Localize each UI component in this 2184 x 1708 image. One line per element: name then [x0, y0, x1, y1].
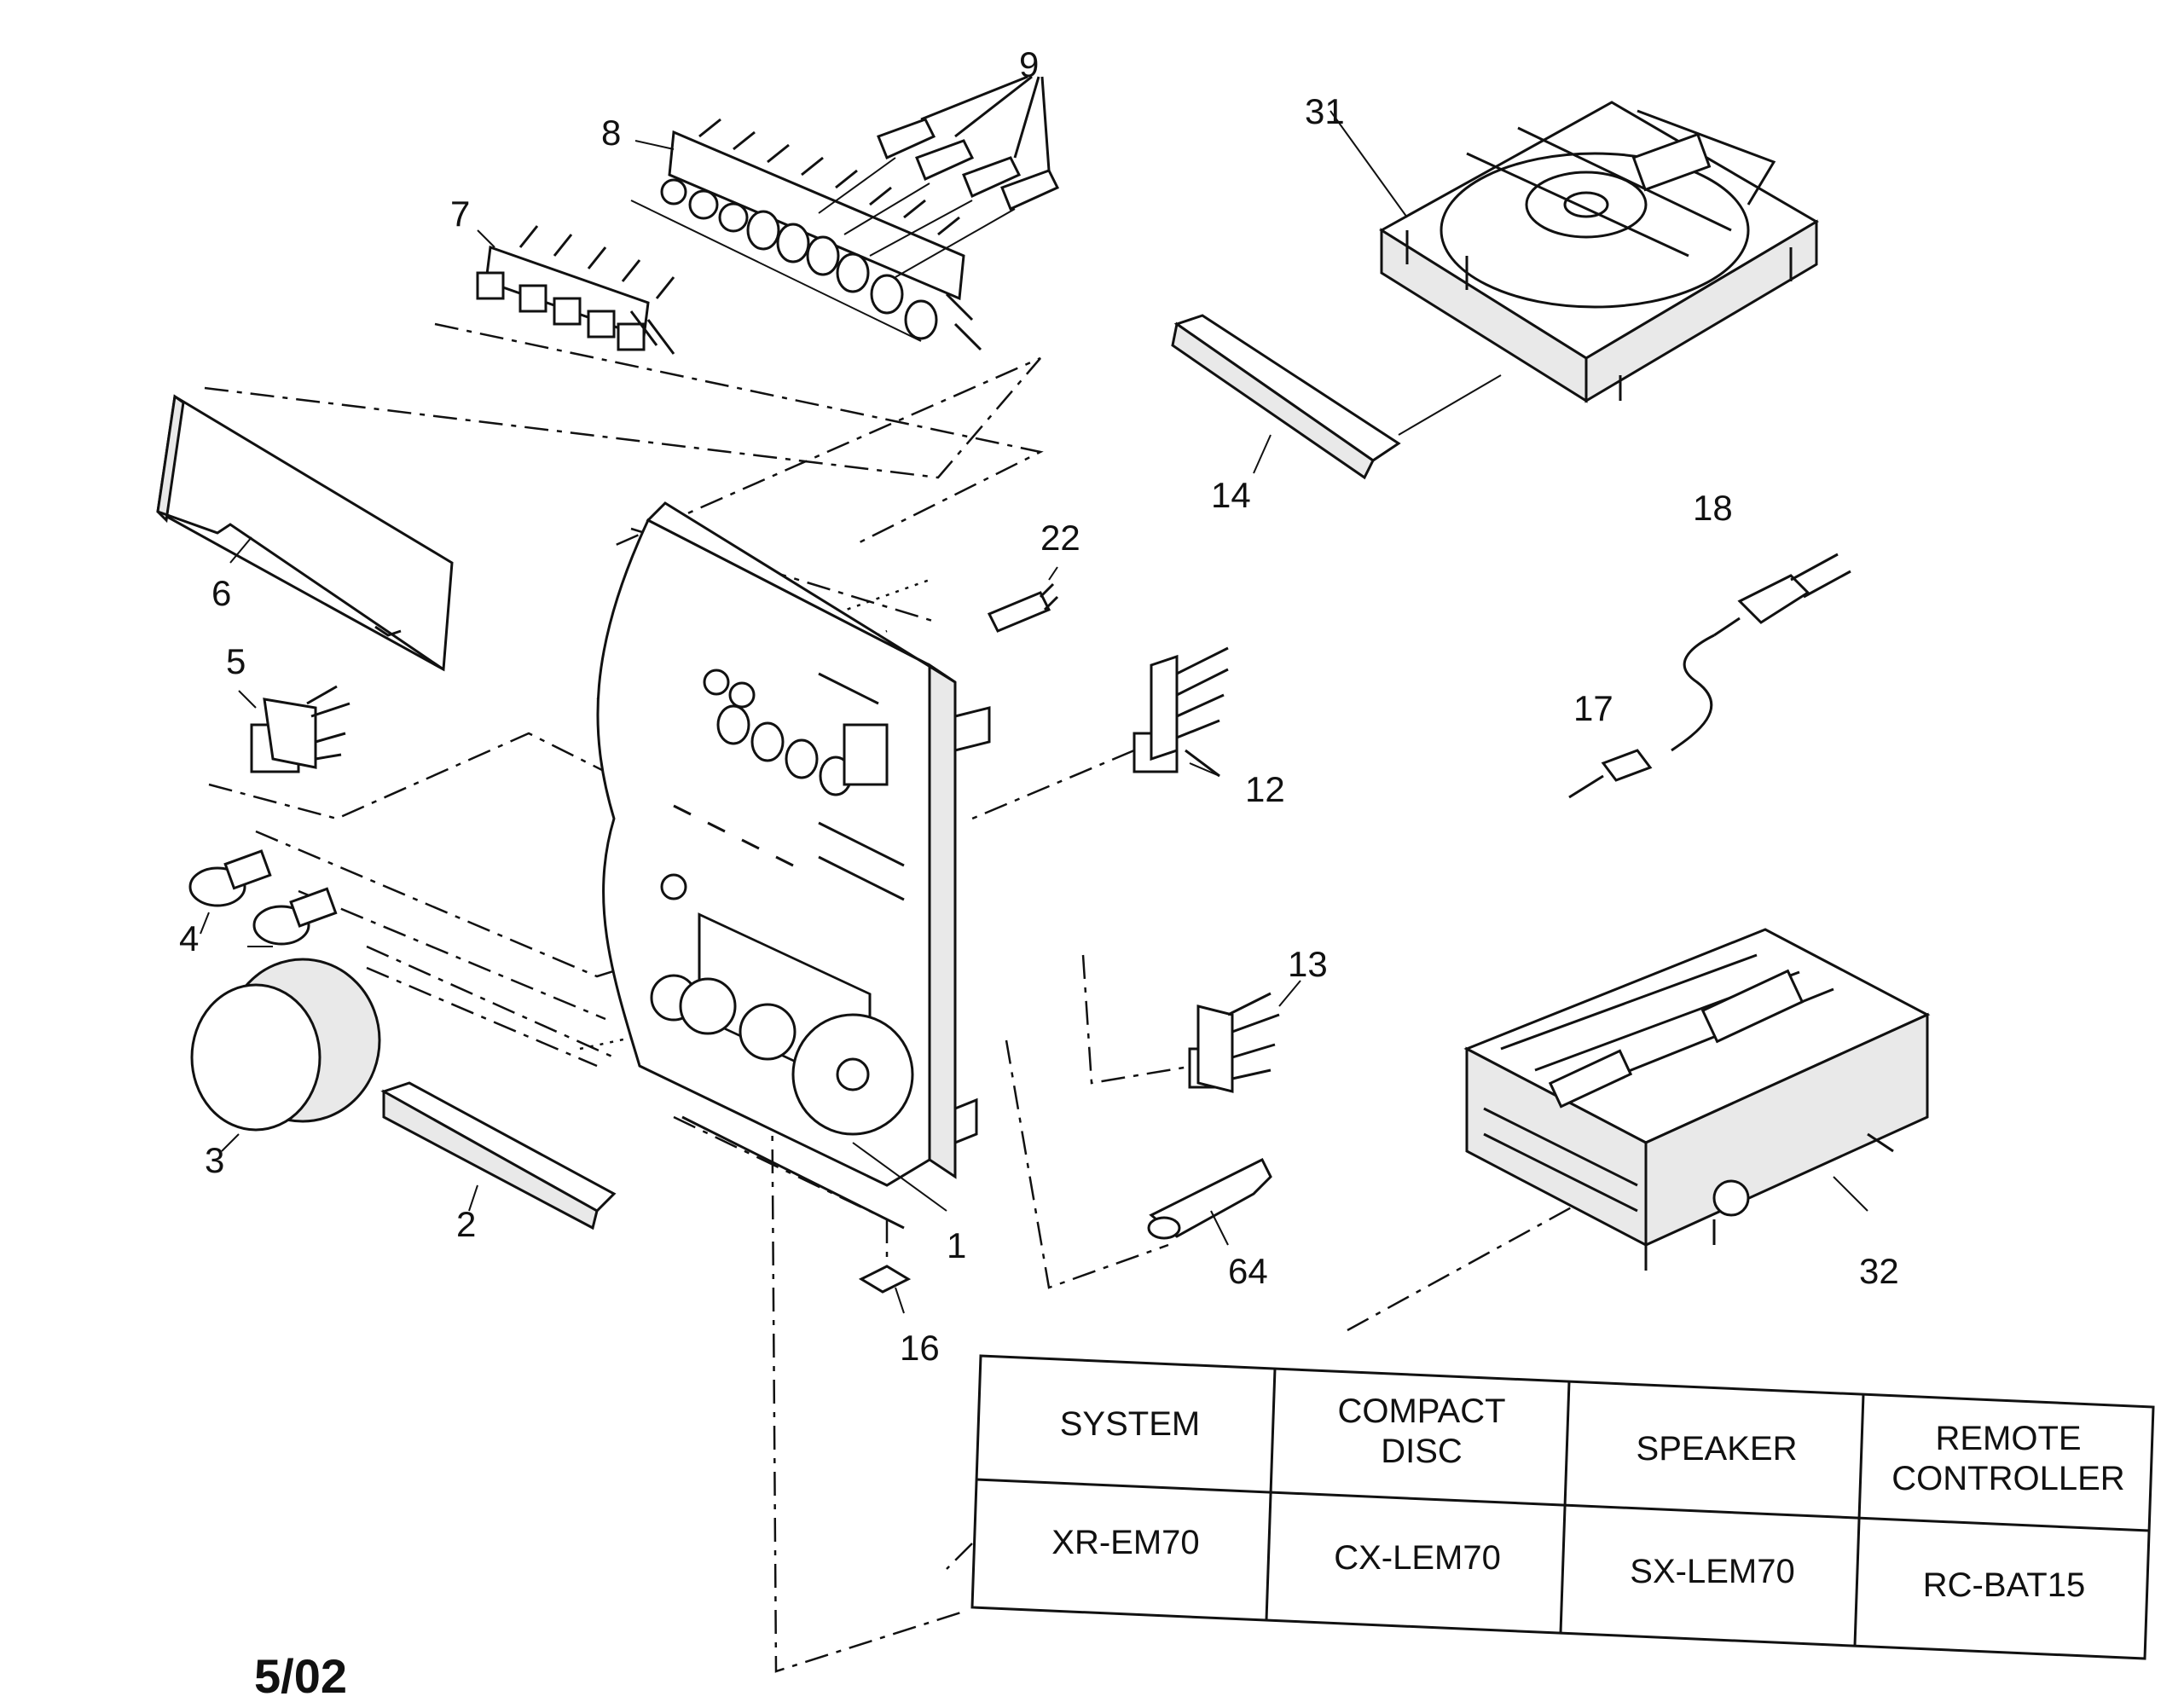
value-remote: RC-BAT15 [1923, 1566, 2085, 1604]
part-1-front-panel [596, 501, 991, 1230]
part-label-22: 22 [1040, 518, 1080, 558]
part-18-power-plug [1713, 553, 1851, 637]
part-label-1: 1 [947, 1225, 966, 1265]
part-label-9: 9 [1019, 44, 1039, 84]
part-label-6: 6 [211, 573, 231, 613]
part-17-cord-strain-relief [1568, 634, 1715, 799]
value-speaker: SX-LEM70 [1630, 1553, 1794, 1590]
part-label-17: 17 [1573, 688, 1613, 728]
part-22-pin [987, 566, 1059, 633]
part-label-14: 14 [1211, 475, 1251, 515]
part-label-64: 64 [1228, 1251, 1268, 1291]
leader-lines [229, 110, 1408, 1212]
header-system: SYSTEM [1060, 1405, 1200, 1443]
value-system: XR-EM70 [1051, 1524, 1199, 1561]
part-label-13: 13 [1288, 944, 1328, 984]
part-label-32: 32 [1859, 1251, 1899, 1291]
part-32-cassette-mechanism [1463, 928, 1931, 1271]
part-number-labels: 9 8 31 7 14 22 18 6 5 17 12 4 13 3 2 1 6… [179, 44, 1899, 1368]
part-2-window-strip [380, 1081, 617, 1230]
part-16-pad [858, 1265, 912, 1314]
part-31-cd-mechanism [1379, 101, 1819, 403]
date-code: 5/02 [254, 1649, 347, 1703]
model-table: SYSTEM COMPACT DISC SPEAKER REMOTE CONTR… [970, 1354, 2155, 1660]
part-label-2: 2 [456, 1204, 476, 1244]
model-table-border [970, 1354, 2155, 1660]
part-label-31: 31 [1305, 91, 1345, 131]
part-label-18: 18 [1693, 488, 1733, 528]
part-label-7: 7 [450, 194, 470, 234]
part-9-connector-plugs [818, 75, 1060, 278]
part-14-cd-door [1171, 314, 1502, 480]
part-3-volume-knob [190, 958, 381, 1152]
part-13-switch-block [1188, 980, 1301, 1093]
part-12-switch-block [1133, 646, 1229, 778]
value-compact-disc: CX-LEM70 [1334, 1539, 1501, 1577]
part-label-5: 5 [226, 641, 246, 681]
part-label-3: 3 [205, 1140, 224, 1180]
header-compact-disc-line2: DISC [1381, 1433, 1463, 1470]
part-7-switch-bank [476, 225, 675, 355]
header-remote-line2: CONTROLLER [1891, 1460, 2124, 1497]
part-label-8: 8 [601, 113, 621, 153]
header-speaker: SPEAKER [1637, 1430, 1798, 1468]
part-8-control-board [630, 118, 982, 351]
part-6-display-window [156, 394, 454, 672]
part-label-12: 12 [1245, 769, 1285, 809]
part-label-4: 4 [179, 918, 199, 958]
header-compact-disc-line1: COMPACT [1337, 1392, 1505, 1430]
header-remote-line1: REMOTE [1935, 1420, 2081, 1457]
part-5-switch-block [250, 685, 350, 773]
part-4-knob-caps [188, 849, 338, 947]
part-label-16: 16 [900, 1328, 940, 1368]
part-64-bracket [1147, 1157, 1272, 1246]
